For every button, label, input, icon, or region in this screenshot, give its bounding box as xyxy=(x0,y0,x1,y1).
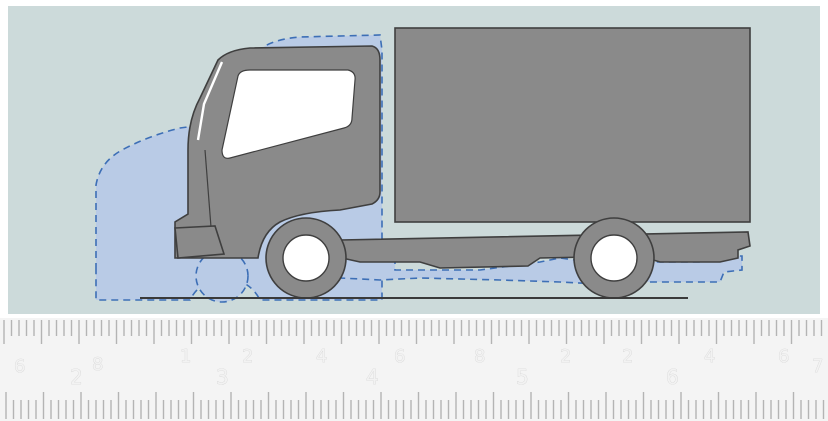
ruler-number: 8 xyxy=(92,354,103,375)
ruler-strip: 8 1 2 4 6 8 2 2 4 6 6 2 3 4 5 6 7 xyxy=(0,318,828,421)
front-bumper xyxy=(175,226,224,258)
ruler-number: 2 xyxy=(242,346,253,367)
ruler-number: 3 xyxy=(216,365,229,389)
ruler-number: 4 xyxy=(366,365,379,389)
ruler-number: 2 xyxy=(622,346,633,367)
ruler-number: 2 xyxy=(70,365,83,389)
ruler-number: 6 xyxy=(666,365,679,389)
ruler-number: 5 xyxy=(516,365,529,389)
ruler-number: 8 xyxy=(474,346,485,367)
ruler-number: 1 xyxy=(180,346,191,367)
ruler-number: 6 xyxy=(778,346,789,367)
rear-wheel xyxy=(574,218,654,298)
ruler-number: 4 xyxy=(316,346,327,367)
ruler-number: 2 xyxy=(560,346,571,367)
ruler-number: 7 xyxy=(812,356,823,377)
ruler-number: 6 xyxy=(394,346,405,367)
cargo-box xyxy=(395,28,750,222)
ruler-number: 6 xyxy=(14,356,25,377)
ruler-number: 4 xyxy=(704,346,715,367)
front-wheel xyxy=(266,218,346,298)
